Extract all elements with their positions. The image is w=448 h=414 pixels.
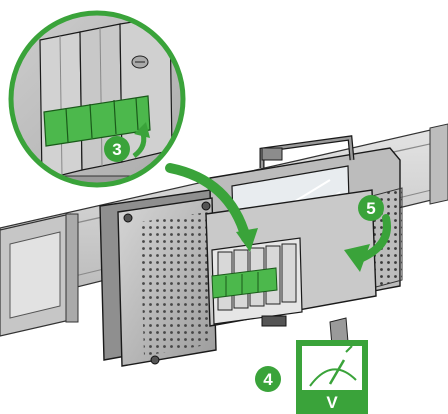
step-5-marker: 5 (344, 195, 391, 272)
step-3-marker: 3 (104, 122, 150, 162)
voltmeter-unit: V (326, 393, 338, 412)
zoom-pointer-arrow (165, 163, 251, 243)
voltmeter: V (296, 340, 368, 414)
step-4-number: 4 (263, 370, 273, 389)
step-4-marker: 4 (255, 366, 281, 392)
step-3-number: 3 (112, 140, 121, 159)
step-5-number: 5 (366, 199, 375, 218)
tap-off-housing (99, 135, 403, 367)
zoom-inset (8, 10, 186, 188)
zoom-pointer-arrowhead (236, 228, 258, 252)
